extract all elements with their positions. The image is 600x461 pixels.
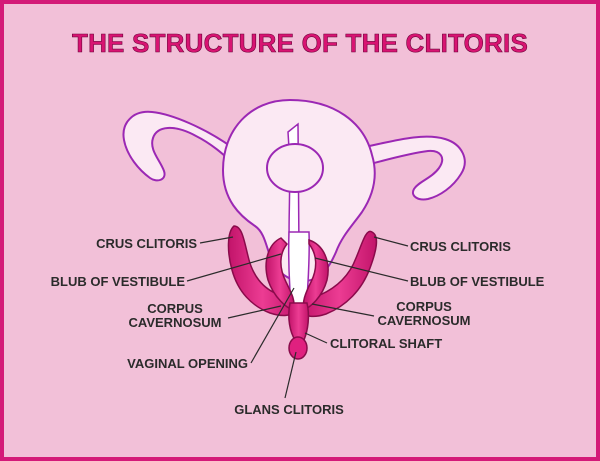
label-clitoral-shaft: CLITORAL SHAFT [330, 336, 442, 351]
leader-lines [186, 236, 409, 399]
label-crus-clitoris-right: CRUS CLITORIS [410, 239, 511, 254]
leader-crus-right [373, 236, 409, 247]
label-corpus-right-line1: CORPUS [396, 299, 452, 314]
label-corpus-left-line2: CAVERNOSUM [129, 315, 222, 330]
glans-shape [288, 336, 308, 360]
diagram-title: THE STRUCTURE OF THE CLITORIS [72, 28, 528, 59]
label-bulb-right: BLUB OF VESTIBULE [410, 274, 545, 289]
label-bulb-left: BLUB OF VESTIBULE [51, 274, 186, 289]
leader-bulb-left [186, 253, 282, 282]
uterus-illustration [122, 98, 466, 327]
label-corpus-right-line2: CAVERNOSUM [378, 313, 471, 328]
leader-corpus-right [311, 303, 375, 317]
clitoral-shaft-shape [288, 302, 310, 341]
leader-vaginal-opening [250, 287, 295, 364]
label-vaginal-opening: VAGINAL OPENING [127, 356, 248, 371]
ovary [266, 143, 324, 193]
leader-glans [284, 351, 297, 399]
leader-crus-left [199, 236, 234, 244]
clitoris-structure [227, 225, 378, 360]
leader-corpus-left [227, 305, 282, 319]
right-fallopian-tube [358, 135, 466, 201]
leader-clitoral-shaft [304, 332, 328, 344]
label-crus-clitoris-left: CRUS CLITORIS [96, 236, 197, 251]
left-fallopian-tube [122, 110, 236, 182]
leader-bulb-right [314, 257, 409, 282]
label-glans-clitoris: GLANS CLITORIS [234, 402, 344, 417]
label-corpus-left-line1: CORPUS [147, 301, 203, 316]
